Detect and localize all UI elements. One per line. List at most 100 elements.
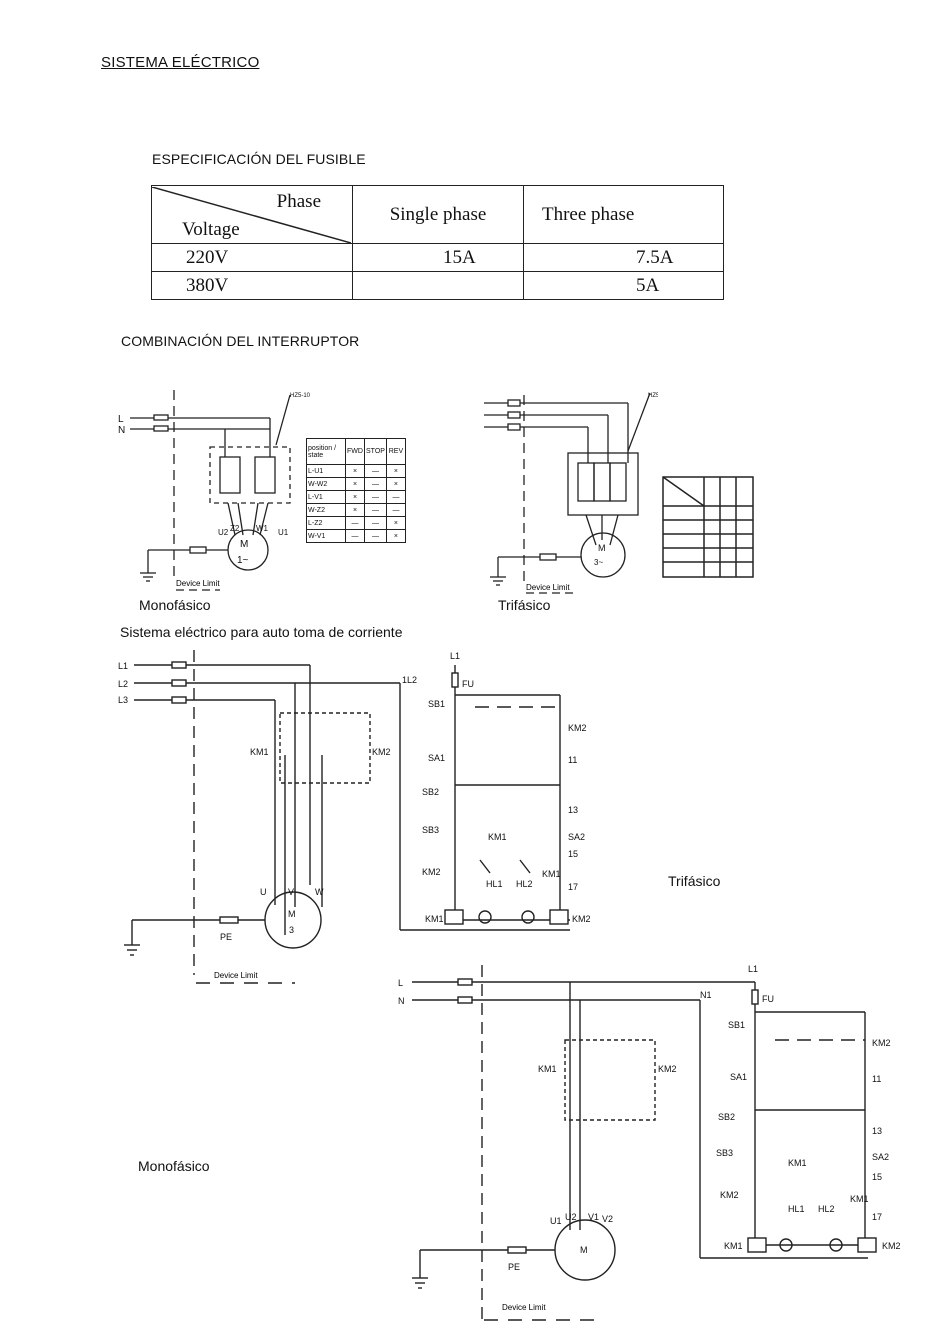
svg-text:KM1: KM1 [542,869,561,879]
svg-text:FU: FU [762,994,774,1004]
svg-text:HZ5-10: HZ5-10 [648,393,658,399]
device-limit-label: Device Limit [176,579,220,588]
svg-text:KM2: KM2 [882,1241,901,1251]
svg-text:15: 15 [568,849,578,859]
svg-text:V1: V1 [588,1212,599,1222]
svg-text:W1: W1 [256,524,269,533]
svg-text:SB2: SB2 [422,787,439,797]
tri-caption: Trifásico [498,597,551,613]
svg-text:SA2: SA2 [872,1152,889,1162]
svg-text:U2: U2 [565,1212,577,1222]
svg-text:U1: U1 [278,528,289,537]
svg-text:N1: N1 [700,990,712,1000]
svg-text:17: 17 [872,1212,882,1222]
page-title: SISTEMA ELÉCTRICO [101,54,260,71]
header-phase: Phase [276,190,321,212]
svg-text:SB1: SB1 [728,1020,745,1030]
col-single-header: Single phase [352,185,524,244]
svg-text:HL1: HL1 [486,879,503,889]
svg-text:17: 17 [568,882,578,892]
voltage-cell: 220V [151,243,353,272]
svg-text:11: 11 [568,755,577,765]
svg-text:M: M [598,543,606,553]
phase-voltage-header: Phase Voltage [151,185,353,244]
three-cell: 5A [523,271,724,300]
svg-text:3~: 3~ [594,558,603,567]
single-cell [352,271,524,300]
svg-text:KM1: KM1 [724,1241,743,1251]
svg-text:KM2: KM2 [572,914,591,924]
svg-text:FU: FU [462,679,474,689]
single-cell: 15A [352,243,524,272]
switch-heading: COMBINACIÓN DEL INTERRUPTOR [121,333,360,349]
mono-caption: Monofásico [139,597,211,613]
svg-text:KM2: KM2 [422,867,441,877]
svg-text:SB3: SB3 [422,825,439,835]
stop-header: STOP [364,438,387,465]
svg-text:KM1: KM1 [250,747,269,757]
table-row: 220V 15A 7.5A [151,243,724,272]
svg-text:U2: U2 [218,528,229,537]
device-limit-label: Device Limit [214,971,258,980]
svg-text:KM1: KM1 [425,914,444,924]
table-row: W-Z2×—— [306,503,406,517]
diagonal-line-icon [152,186,351,243]
svg-text:1~: 1~ [237,555,249,566]
svg-text:SA2: SA2 [568,832,585,842]
auto-heading: Sistema eléctrico para auto toma de corr… [120,624,403,640]
svg-text:KM2: KM2 [872,1038,891,1048]
svg-text:SA1: SA1 [428,753,445,763]
svg-text:13: 13 [872,1126,882,1136]
svg-text:W: W [315,887,324,897]
svg-text:L2: L2 [118,679,128,689]
state-header: position / state [306,438,346,465]
mono-auto-label: Monofásico [138,1158,210,1174]
device-limit-label: Device Limit [526,583,570,592]
svg-text:KM2: KM2 [568,723,587,733]
table-row: L-U1×—× [306,464,406,478]
svg-text:N: N [118,425,125,436]
tri-auto-label: Trifásico [668,873,721,889]
svg-text:L1: L1 [748,964,758,974]
three-cell: 7.5A [523,243,724,272]
svg-text:PE: PE [508,1262,520,1272]
svg-text:KM1: KM1 [538,1064,557,1074]
tri-switch-diagram: M 3~ HZ5-10 Device Limit [484,392,658,594]
svg-text:KM2: KM2 [372,747,391,757]
svg-text:PE: PE [220,932,232,942]
table-row: W-W2×—× [306,477,406,491]
rev-header: REV [385,438,406,465]
svg-text:U1: U1 [550,1216,562,1226]
svg-text:1L2: 1L2 [402,675,417,685]
svg-text:13: 13 [568,805,578,815]
fuse-table: Phase Voltage Single phase Three phase 2… [151,185,724,300]
svg-text:V: V [288,887,294,897]
svg-text:SA1: SA1 [730,1072,747,1082]
svg-text:L: L [398,978,403,988]
svg-text:11: 11 [872,1074,881,1084]
svg-text:Z2: Z2 [230,524,240,533]
fuse-heading: ESPECIFICACIÓN DEL FUSIBLE [152,151,366,167]
svg-text:U: U [260,887,267,897]
svg-text:KM2: KM2 [658,1064,677,1074]
col-three-header: Three phase [523,185,724,244]
svg-text:V2: V2 [602,1214,613,1224]
fwd-header: FWD [345,438,365,465]
svg-text:KM1: KM1 [788,1158,807,1168]
svg-text:SB2: SB2 [718,1112,735,1122]
svg-text:HL2: HL2 [516,879,533,889]
header-voltage: Voltage [182,218,240,240]
svg-text:KM1: KM1 [850,1194,869,1204]
svg-text:L1: L1 [118,661,128,671]
svg-text:M: M [240,539,248,550]
tri-state-table [662,476,754,578]
svg-text:L1: L1 [450,651,460,661]
table-row: L-Z2——× [306,516,406,530]
svg-text:KM2: KM2 [720,1190,739,1200]
svg-text:15: 15 [872,1172,882,1182]
svg-text:HL2: HL2 [818,1204,835,1214]
svg-text:N: N [398,996,405,1006]
voltage-cell: 380V [151,271,353,300]
